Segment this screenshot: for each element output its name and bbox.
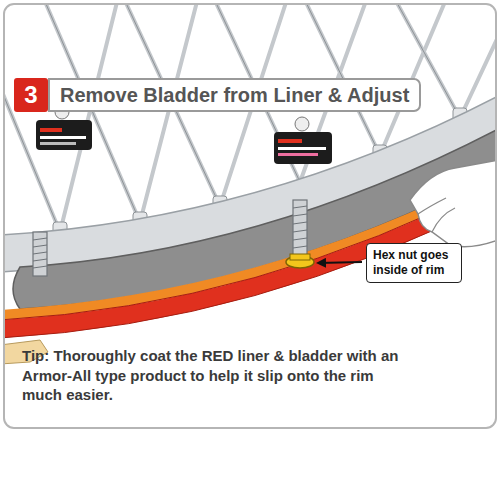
card-frame xyxy=(4,4,496,428)
callout-box-text: Hex nut goes inside of rim xyxy=(373,248,455,278)
valve-stem xyxy=(33,232,47,276)
hand xyxy=(410,160,496,247)
leader-arrow xyxy=(318,262,362,263)
step-title-text: Remove Bladder from Liner & Adjust xyxy=(60,80,409,110)
tip-note: Tip: Thoroughly coat the RED liner & bla… xyxy=(22,346,402,405)
valve-stem xyxy=(286,200,314,268)
callout-box: Hex nut goes inside of rim xyxy=(366,243,462,283)
step-title: Remove Bladder from Liner & Adjust xyxy=(48,78,421,112)
step-number-text: 3 xyxy=(20,78,42,112)
step-number: 3 xyxy=(14,78,48,112)
